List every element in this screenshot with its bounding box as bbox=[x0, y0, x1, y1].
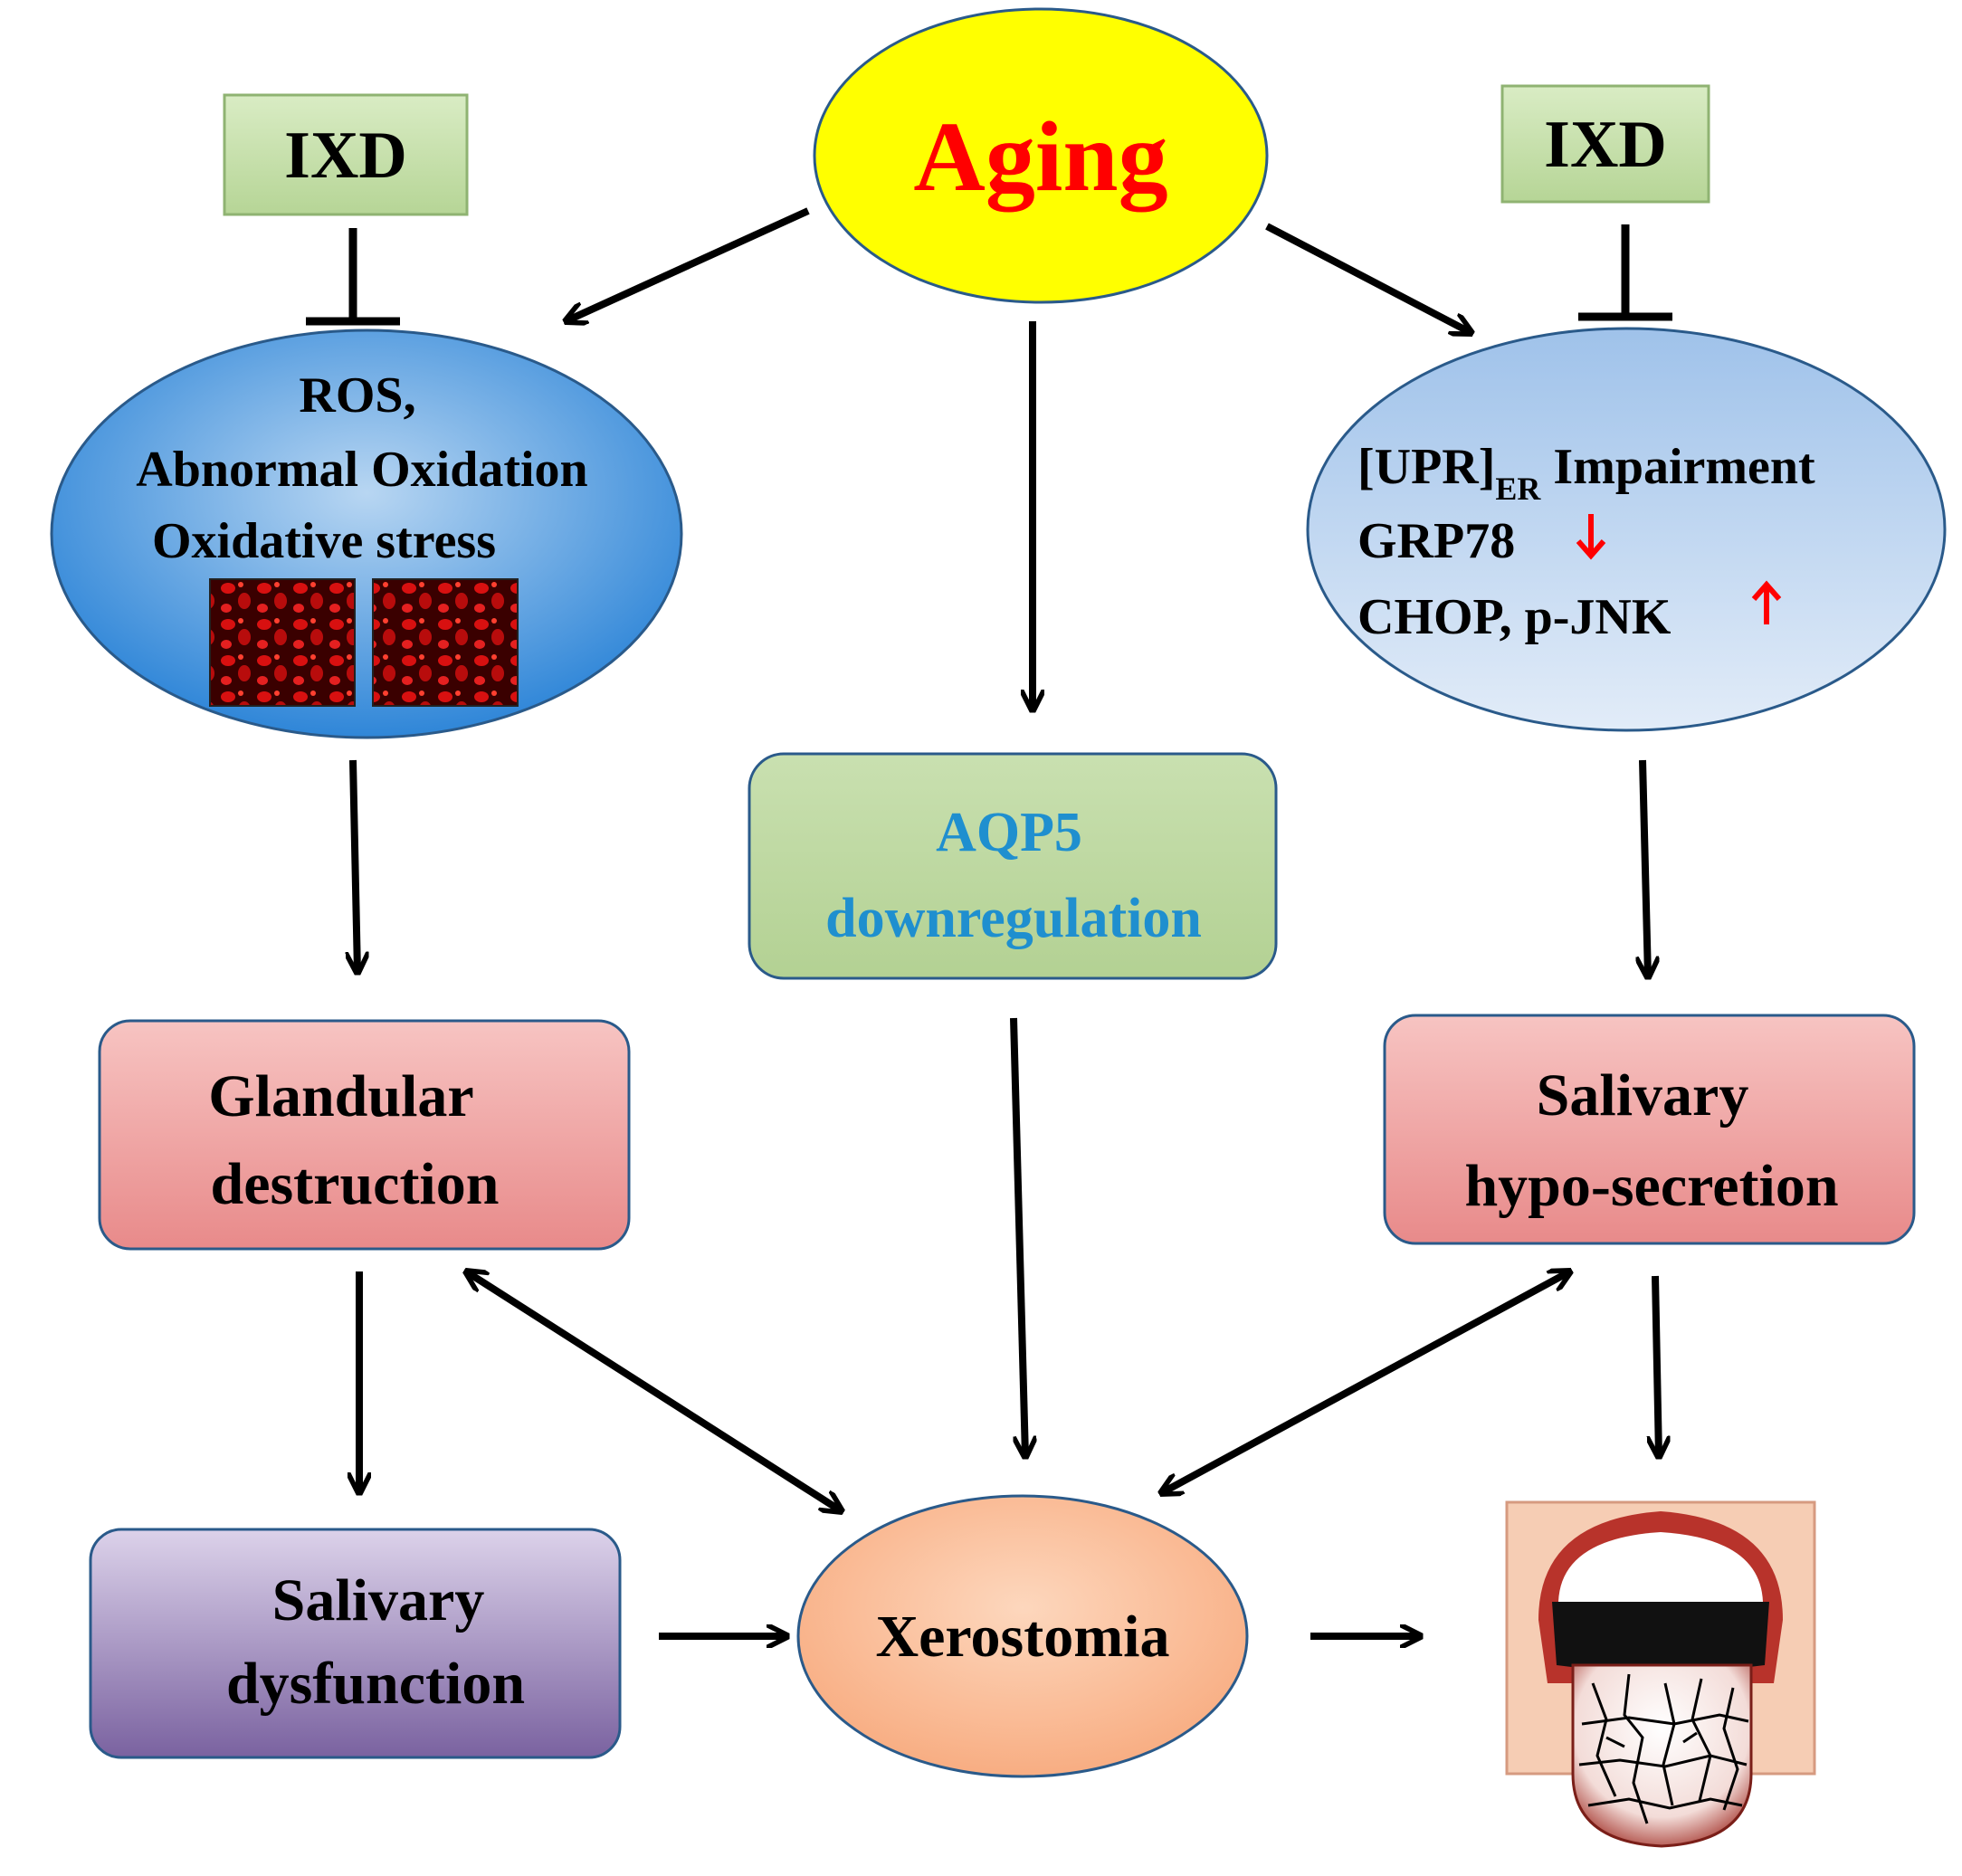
arrow-hyposecretion-to-tongue bbox=[1655, 1275, 1659, 1457]
arrows bbox=[353, 207, 1659, 1636]
arrow-aqp5-to-xerostomia bbox=[1010, 1017, 1025, 1457]
svg-text:Salivary: Salivary bbox=[272, 1567, 485, 1633]
glandular-destruction-node: Glandular destruction bbox=[98, 1019, 631, 1251]
aqp5-node: AQP5 downregulation bbox=[748, 752, 1278, 980]
svg-text:dysfunction: dysfunction bbox=[226, 1651, 525, 1717]
dry-cracked-tongue-icon bbox=[1505, 1500, 1816, 1848]
up-arrow-icon bbox=[1751, 580, 1782, 624]
fluorescence-micrograph bbox=[209, 578, 356, 707]
svg-text:Xerostomia: Xerostomia bbox=[875, 1604, 1169, 1670]
svg-text:GRP78: GRP78 bbox=[1357, 513, 1515, 569]
svg-text:Abnormal Oxidation: Abnormal Oxidation bbox=[136, 442, 587, 498]
arrow-glandular-xerostomia-bidirectional bbox=[466, 1271, 842, 1511]
svg-text:[UPR]ER Impairment: [UPR]ER Impairment bbox=[1357, 439, 1815, 507]
svg-text:Oxidative stress: Oxidative stress bbox=[152, 513, 496, 569]
ixd-box-right: IXD bbox=[1500, 84, 1710, 204]
arrow-ros-to-glandular bbox=[353, 759, 357, 973]
svg-text:Aging: Aging bbox=[913, 101, 1167, 212]
down-arrow-icon bbox=[1576, 514, 1606, 560]
arrow-upr-to-hyposecretion bbox=[1643, 759, 1648, 977]
svg-text:ROS,: ROS, bbox=[299, 367, 415, 424]
upr-node: [UPR]ER Impairment GRP78 CHOP, p-JNK bbox=[1306, 327, 1947, 732]
svg-text:Glandular: Glandular bbox=[208, 1063, 473, 1129]
svg-text:destruction: destruction bbox=[211, 1151, 500, 1217]
inhibition-right bbox=[1578, 224, 1672, 321]
svg-text:downregulation: downregulation bbox=[825, 888, 1202, 949]
svg-text:AQP5: AQP5 bbox=[936, 802, 1082, 863]
ros-node: ROS, Abnormal Oxidation Oxidative stress bbox=[50, 329, 683, 739]
ixd-box-left: IXD bbox=[223, 93, 469, 216]
svg-text:IXD: IXD bbox=[284, 119, 407, 193]
fluorescence-micrograph bbox=[372, 578, 519, 707]
arrow-hyposecretion-xerostomia-bidirectional bbox=[1161, 1271, 1570, 1493]
arrow-aging-to-ros bbox=[566, 207, 810, 321]
xerostomia-node: Xerostomia bbox=[796, 1494, 1249, 1778]
arrow-aging-to-upr bbox=[1265, 223, 1472, 333]
hyposecretion-node: Salivary hypo-secretion bbox=[1383, 1014, 1916, 1245]
svg-text:CHOP, p-JNK: CHOP, p-JNK bbox=[1357, 589, 1672, 645]
inhibition-left bbox=[306, 228, 400, 326]
svg-text:Salivary: Salivary bbox=[1537, 1062, 1749, 1128]
svg-text:IXD: IXD bbox=[1544, 108, 1667, 182]
aging-node: Aging bbox=[813, 7, 1269, 304]
salivary-dysfunction-node: Salivary dysfunction bbox=[89, 1528, 622, 1759]
svg-text:hypo-secretion: hypo-secretion bbox=[1464, 1153, 1838, 1219]
